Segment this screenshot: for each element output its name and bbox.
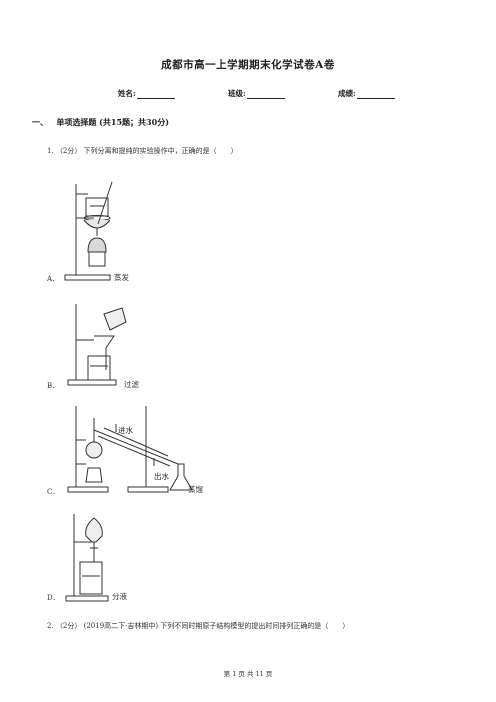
name-field[interactable]: 姓名:: [118, 88, 175, 99]
option-d-caption: 分液: [112, 592, 127, 601]
question-score: （2分）: [55, 622, 82, 630]
evaporation-apparatus-figure: [64, 181, 113, 281]
option-c-letter[interactable]: C．: [47, 488, 60, 496]
name-label: 姓名:: [118, 89, 136, 98]
score-label: 成绩:: [338, 89, 356, 98]
section-title: 单项选择题 (共15题；共30分): [56, 117, 169, 127]
score-blank[interactable]: [356, 90, 395, 99]
option-a-letter[interactable]: A．: [47, 275, 60, 283]
question-source: (2019高二下·吉林期中): [83, 622, 159, 630]
option-a-caption: 蒸发: [114, 273, 129, 282]
option-c-caption: 蒸馏: [188, 485, 203, 494]
score-field[interactable]: 成绩:: [338, 88, 395, 99]
water-in-label: 进水: [118, 425, 133, 435]
section-number: 一、: [32, 117, 48, 127]
question-1-stem: 1. （2分） 下列分离和提纯的实验操作中，正确的是（ ）: [47, 146, 238, 156]
name-blank[interactable]: [136, 90, 175, 99]
question-score: （2分）: [55, 147, 82, 155]
page-title: 成都市高一上学期期末化学试卷A卷: [161, 59, 335, 71]
class-field[interactable]: 班级:: [228, 88, 285, 99]
question-2-stem: 2. （2分） (2019高二下·吉林期中) 下列不同时期原子结构模型的提出时间…: [47, 621, 349, 631]
question-text: 下列分离和提纯的实验操作中，正确的是（ ）: [83, 147, 238, 155]
class-blank[interactable]: [246, 90, 285, 99]
question-text: 下列不同时期原子结构模型的提出时间排列正确的是（ ）: [160, 622, 350, 630]
distillation-apparatus-figure: 进水 出水: [67, 406, 193, 493]
page-footer: 第 1 页 共 11 页: [223, 670, 273, 678]
class-label: 班级:: [228, 89, 246, 98]
water-out-label: 出水: [154, 471, 169, 481]
option-b-caption: 过滤: [124, 380, 139, 389]
option-b-letter[interactable]: B．: [47, 382, 60, 390]
section-header: 一、 单项选择题 (共15题；共30分): [32, 117, 169, 128]
separatory-funnel-figure: [65, 514, 109, 602]
filtration-apparatus-figure: [67, 304, 127, 386]
option-d-letter[interactable]: D．: [47, 594, 60, 602]
question-number: 2.: [47, 622, 54, 630]
question-number: 1.: [47, 147, 54, 155]
